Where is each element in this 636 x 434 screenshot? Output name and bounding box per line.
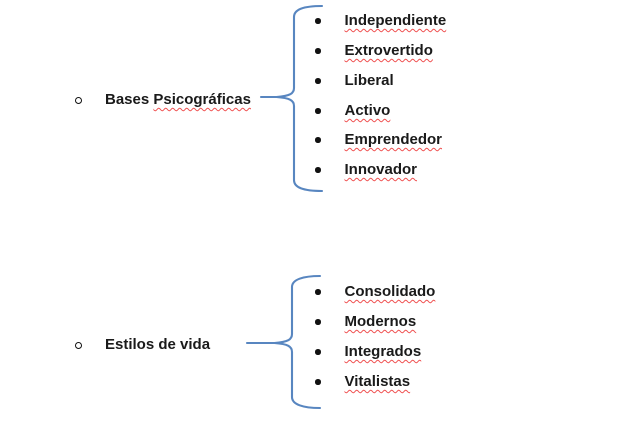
list-item: Extrovertido bbox=[315, 41, 433, 61]
list-item: Independiente bbox=[315, 11, 446, 31]
list-item: Activo bbox=[315, 101, 390, 121]
filled-circle-bullet-icon bbox=[315, 349, 321, 355]
outline-label-row-estilos-de-vida: Estilos de vida bbox=[75, 335, 210, 355]
topic-label: Estilos de vida bbox=[105, 335, 210, 355]
list-item: Emprendedor bbox=[315, 130, 442, 150]
list-item-label: Liberal bbox=[344, 72, 394, 89]
curly-brace-icon bbox=[274, 274, 322, 410]
filled-circle-bullet-icon bbox=[315, 48, 321, 54]
topic-label-word: Bases bbox=[105, 91, 154, 108]
filled-circle-bullet-icon bbox=[315, 108, 321, 114]
topic-label-word: Estilos de vida bbox=[105, 336, 211, 353]
list-item-label: Modernos bbox=[344, 313, 417, 330]
list-item: Consolidado bbox=[315, 282, 435, 302]
filled-circle-bullet-icon bbox=[315, 18, 321, 24]
filled-circle-bullet-icon bbox=[315, 167, 321, 173]
list-item-label: Independiente bbox=[344, 12, 447, 29]
list-item: Modernos bbox=[315, 312, 416, 332]
filled-circle-bullet-icon bbox=[315, 379, 321, 385]
outline-label-row-bases-psicograficas: Bases Psicográficas bbox=[75, 90, 251, 110]
list-item-label: Innovador bbox=[344, 161, 418, 178]
list-item-label: Extrovertido bbox=[344, 42, 433, 59]
list-item: Integrados bbox=[315, 342, 421, 362]
list-item: Vitalistas bbox=[315, 372, 410, 392]
list-item-label: Consolidado bbox=[344, 283, 436, 300]
list-item-label: Integrados bbox=[344, 343, 422, 360]
list-item: Innovador bbox=[315, 160, 417, 180]
list-item: Liberal bbox=[315, 71, 394, 91]
list-item-label: Vitalistas bbox=[344, 373, 411, 390]
hollow-circle-bullet-icon bbox=[75, 96, 82, 104]
list-item-label: Activo bbox=[344, 102, 391, 119]
hollow-circle-bullet-icon bbox=[75, 341, 82, 349]
filled-circle-bullet-icon bbox=[315, 137, 321, 143]
filled-circle-bullet-icon bbox=[315, 78, 321, 84]
filled-circle-bullet-icon bbox=[315, 319, 321, 325]
topic-label-misspelled-word: Psicográficas bbox=[153, 91, 251, 108]
list-item-label: Emprendedor bbox=[344, 131, 443, 148]
filled-circle-bullet-icon bbox=[315, 289, 321, 295]
topic-label: Bases Psicográficas bbox=[105, 90, 251, 110]
